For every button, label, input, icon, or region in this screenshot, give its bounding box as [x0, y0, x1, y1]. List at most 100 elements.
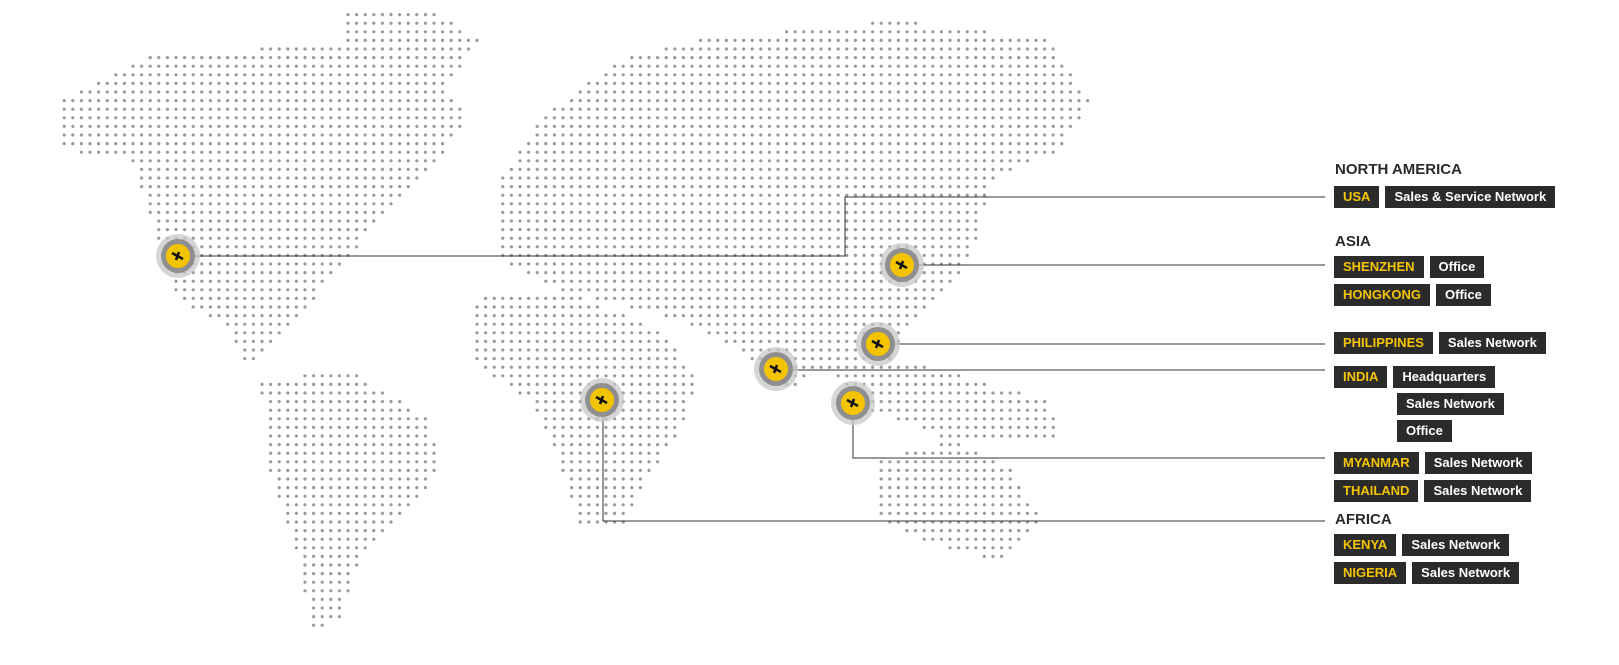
map-dot: [785, 210, 789, 214]
map-dot: [570, 142, 574, 146]
map-dot: [398, 13, 402, 17]
map-dot: [552, 417, 557, 421]
map-dot: [742, 47, 746, 51]
map-dot: [785, 167, 789, 171]
map-dot: [200, 176, 204, 180]
map-dot: [578, 107, 582, 111]
map-dot: [1025, 90, 1029, 94]
map-dot: [750, 167, 754, 171]
map-dot: [432, 99, 436, 103]
map-dot: [363, 210, 367, 214]
map-dot: [957, 253, 961, 257]
map-dot: [346, 451, 350, 455]
map-dot: [355, 193, 359, 197]
map-dot: [914, 382, 918, 386]
map-dot: [716, 193, 720, 197]
map-dot: [862, 47, 866, 51]
map-dot: [578, 193, 582, 197]
map-dot: [449, 73, 453, 77]
map-dot: [415, 90, 419, 94]
map-dot: [982, 468, 987, 472]
map-dot: [630, 417, 634, 421]
map-dot: [561, 382, 565, 386]
map-dot: [561, 348, 565, 352]
map-dot: [587, 253, 591, 257]
map-dot: [329, 228, 333, 232]
map-dot: [785, 271, 789, 275]
map-dot: [518, 305, 522, 309]
map-dot: [441, 56, 445, 60]
map-dot: [733, 90, 737, 94]
map-dot: [1034, 124, 1038, 128]
map-dot: [802, 219, 806, 223]
role-tag: Sales Network: [1402, 534, 1510, 556]
map-dot: [174, 64, 178, 68]
map-dot: [604, 288, 608, 292]
map-dot: [630, 56, 634, 60]
map-dot: [914, 150, 918, 154]
map-dot: [810, 219, 815, 223]
map-dot: [79, 124, 83, 128]
map-dot: [845, 81, 849, 85]
map-dot: [544, 262, 548, 266]
map-dot: [681, 279, 686, 283]
map-dot: [613, 503, 617, 507]
map-dot: [131, 81, 135, 85]
philippines-marker[interactable]: [856, 322, 900, 366]
map-dot: [71, 142, 75, 146]
map-dot: [638, 434, 643, 438]
map-dot: [380, 408, 384, 412]
map-dot: [647, 99, 651, 103]
map-dot: [621, 219, 625, 223]
map-dot: [922, 116, 926, 120]
africa-marker[interactable]: [580, 378, 624, 422]
map-dot: [896, 477, 901, 481]
map-dot: [613, 236, 617, 240]
map-dot: [1000, 150, 1004, 154]
map-dot: [544, 322, 548, 326]
map-dot: [372, 150, 376, 154]
map-dot: [664, 365, 668, 369]
map-dot: [871, 202, 875, 206]
map-dot: [337, 245, 341, 249]
map-dot: [681, 314, 686, 318]
map-dot: [716, 167, 720, 171]
map-dot: [492, 365, 496, 369]
map-dot: [303, 408, 307, 412]
map-dot: [71, 107, 75, 111]
map-dot: [630, 133, 634, 137]
map-dot: [346, 13, 350, 17]
map-dot: [458, 116, 462, 120]
map-dot: [1025, 417, 1029, 421]
india-marker[interactable]: [754, 347, 798, 391]
map-dot: [991, 391, 995, 395]
map-dot: [595, 443, 600, 447]
southeast-asia-marker[interactable]: [831, 381, 875, 425]
map-dot: [260, 116, 264, 120]
map-dot: [957, 477, 961, 481]
map-dot: [337, 124, 341, 128]
map-dot: [226, 296, 230, 300]
map-dot: [174, 202, 178, 206]
map-dot: [277, 434, 281, 438]
map-dot: [269, 331, 273, 335]
china-marker[interactable]: [880, 243, 924, 287]
map-dot: [389, 81, 393, 85]
map-dot: [931, 99, 935, 103]
map-dot: [200, 193, 204, 197]
map-dot: [595, 425, 600, 429]
map-dot: [810, 73, 815, 77]
map-dot: [879, 408, 883, 412]
map-dot: [269, 47, 273, 51]
map-dot: [647, 408, 651, 412]
map-dot: [888, 400, 892, 404]
usa-marker[interactable]: [156, 234, 200, 278]
map-dot: [638, 167, 643, 171]
map-dot: [991, 434, 995, 438]
map-dot: [492, 357, 496, 361]
map-dot: [724, 253, 729, 257]
map-dot: [251, 159, 255, 163]
map-dot: [871, 167, 875, 171]
map-dot: [896, 382, 901, 386]
map-dot: [862, 374, 866, 378]
